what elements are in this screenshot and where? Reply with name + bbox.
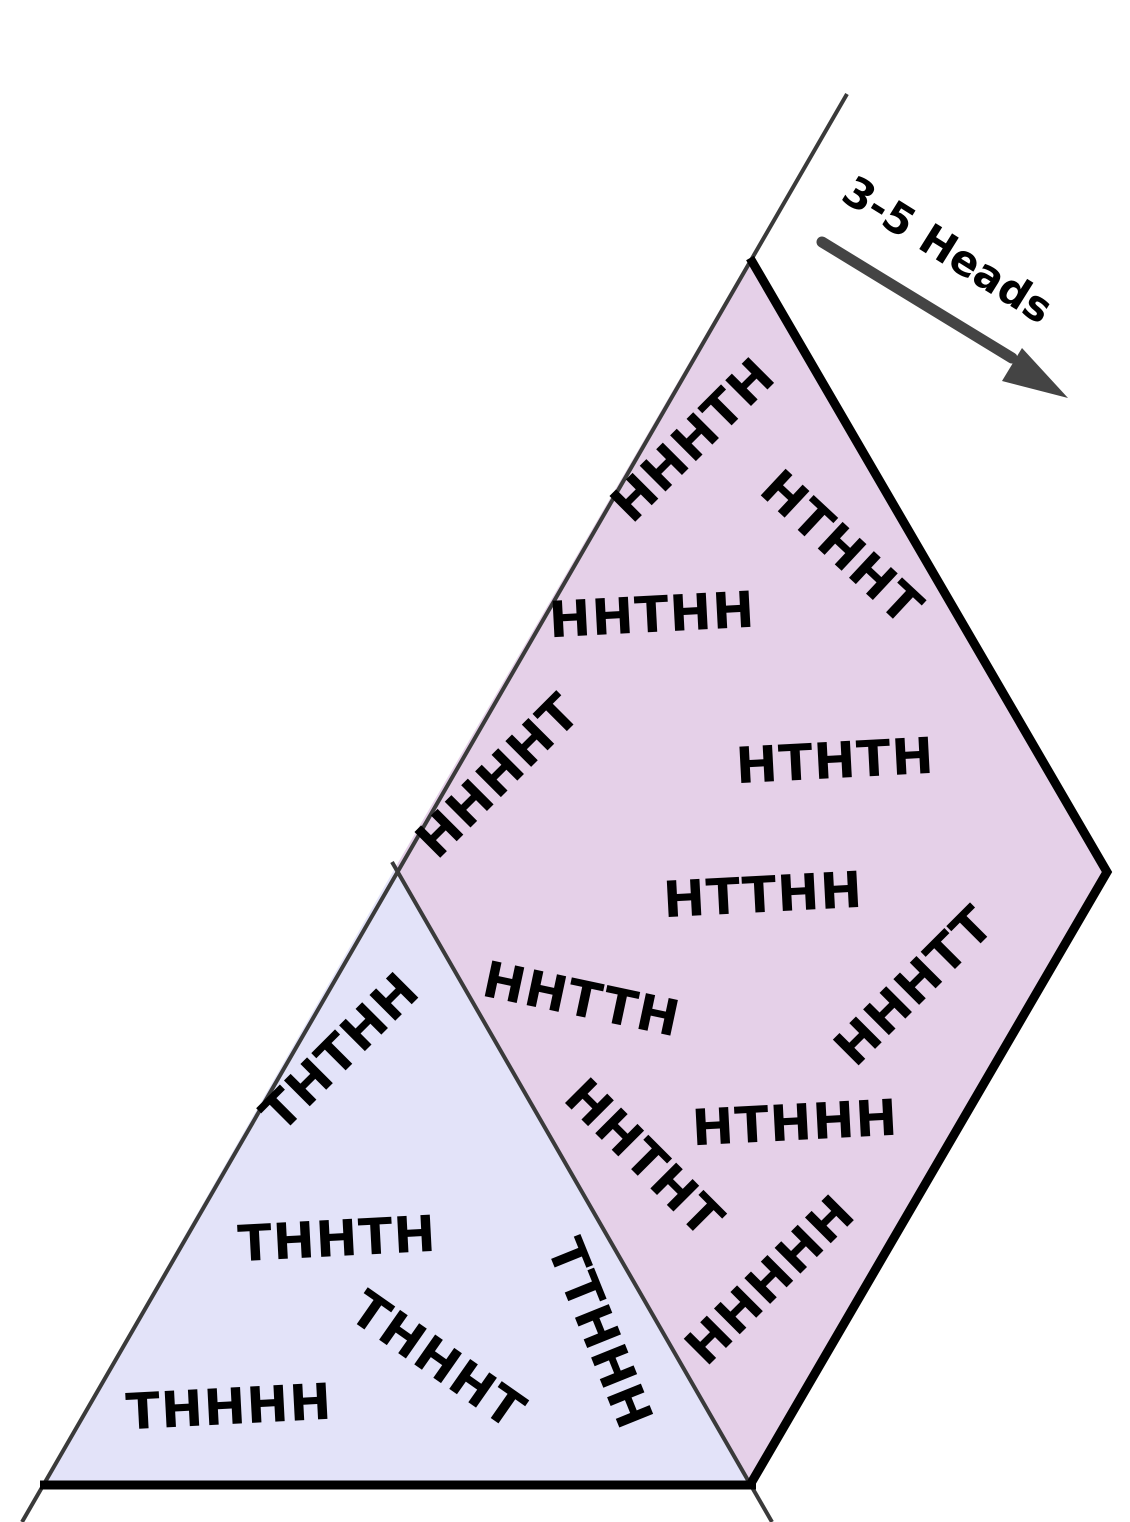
lower-triangle-region bbox=[42, 868, 750, 1485]
arrow-right-down-icon bbox=[816, 236, 1068, 398]
sequence-label: HHTHH bbox=[547, 581, 756, 650]
left-boundary-line bbox=[20, 92, 849, 1522]
sequence-label: THHTH bbox=[236, 1205, 438, 1273]
outer-boundary-line bbox=[746, 255, 1113, 1488]
sequence-label: HTTHH bbox=[662, 861, 865, 929]
sequence-label: THHHH bbox=[124, 1373, 333, 1442]
arrow-label: 3-5 Heads bbox=[834, 166, 1061, 333]
sequence-label: HTHHH bbox=[690, 1089, 899, 1158]
inner-boundary-line bbox=[390, 861, 774, 1522]
sequence-label: HTHTH bbox=[734, 727, 936, 795]
